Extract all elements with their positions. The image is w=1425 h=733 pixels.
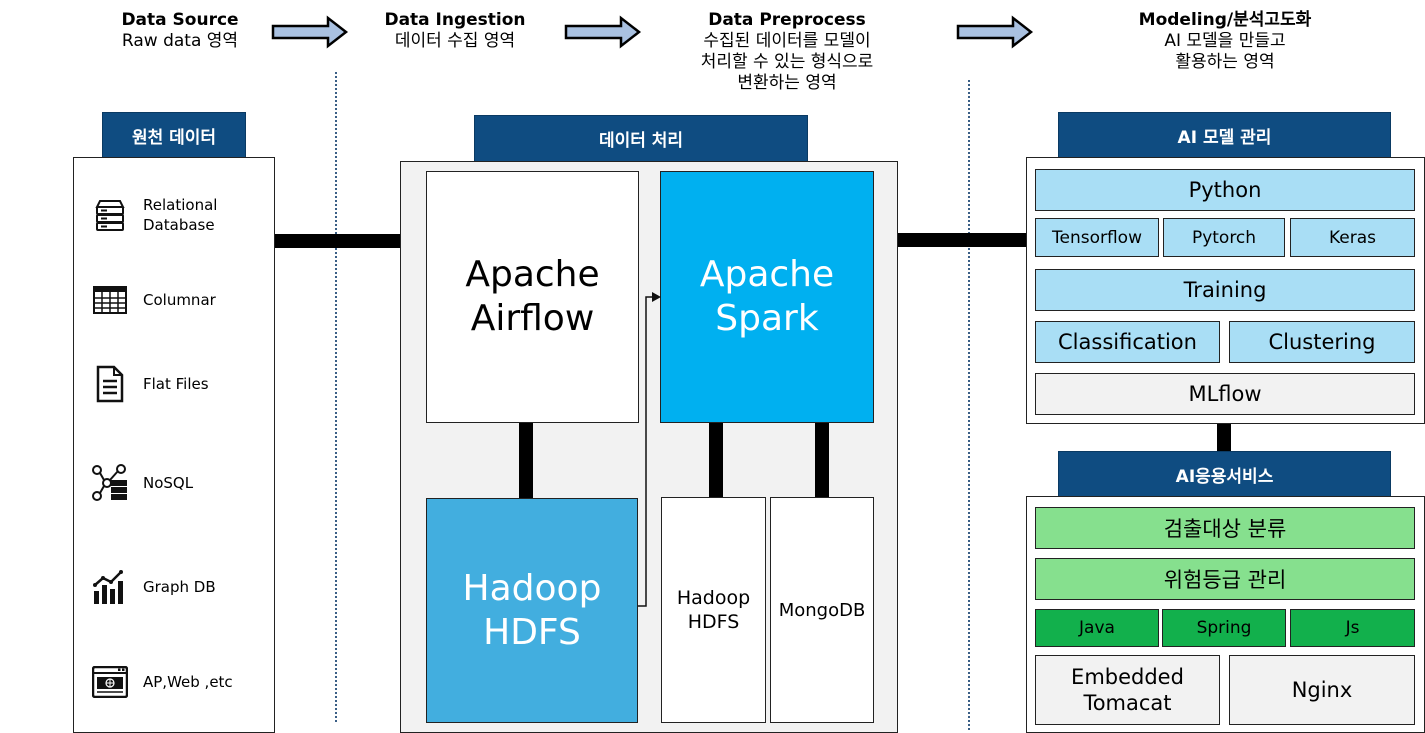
stack-spring: Spring — [1162, 609, 1286, 647]
connector-model-service — [1217, 424, 1231, 452]
apache-airflow-label: Apache Airflow — [465, 254, 600, 339]
data-flow-arrow-icon — [638, 292, 661, 607]
source-item-label: Relational Database — [143, 196, 218, 234]
stage-modeling: Modeling/분석고도화 AI 모델을 만들고 활용하는 영역 — [1090, 10, 1360, 73]
model-mgmt-tab: AI 모델 관리 — [1058, 112, 1391, 158]
apache-spark-label: Apache Spark — [699, 254, 835, 339]
stage-title: Modeling/분석고도화 — [1138, 10, 1312, 30]
hadoop-hdfs-main-label: Hadoop HDFS — [462, 567, 602, 653]
service-tab: AI응용서비스 — [1058, 451, 1391, 497]
connector-spark-mongodb — [815, 423, 829, 497]
hadoop-hdfs-main-box: Hadoop HDFS — [426, 498, 638, 723]
embedded-tomcat-label: Embedded Tomacat — [1071, 665, 1184, 715]
stage-separator — [968, 80, 970, 730]
mongodb-label: MongoDB — [778, 599, 866, 621]
hadoop-hdfs-small-box: Hadoop HDFS — [661, 497, 766, 723]
stage-desc-line: 처리할 수 있는 형식으로 — [700, 52, 874, 72]
apache-spark-box: Apache Spark — [660, 171, 874, 423]
stage-title: Data Source — [121, 10, 239, 30]
stage-desc: 데이터 수집 영역 — [394, 31, 516, 51]
source-item-label: Columnar — [143, 291, 216, 309]
classification-box: Classification — [1035, 321, 1220, 363]
stack-js: Js — [1290, 609, 1415, 647]
python-row: Python — [1035, 169, 1415, 211]
connector-source-processing — [275, 234, 401, 248]
training-row: Training — [1035, 269, 1415, 311]
apache-airflow-box: Apache Airflow — [426, 171, 639, 423]
source-item: Flat Files — [91, 365, 209, 403]
stage-desc-line: 변환하는 영역 — [737, 73, 837, 93]
connector-spark-hdfs — [709, 423, 723, 497]
network-database-icon — [91, 464, 129, 501]
mlflow-row: MLflow — [1035, 373, 1415, 415]
stage-title: Data Ingestion — [384, 10, 526, 30]
stage-desc: Raw data 영역 — [121, 31, 239, 51]
source-panel — [73, 157, 275, 733]
detect-classify-row: 검출대상 분류 — [1035, 507, 1415, 549]
document-icon — [91, 365, 129, 403]
bar-chart-icon — [91, 569, 129, 605]
source-item: Relational Database — [91, 195, 233, 235]
stage-data-source: Data Source Raw data 영역 — [100, 10, 260, 52]
source-item-label: NoSQL — [143, 474, 194, 492]
embedded-tomcat-box: Embedded Tomacat — [1035, 655, 1220, 725]
stage-desc-line: AI 모델을 만들고 — [1164, 31, 1286, 51]
flow-arrow-icon — [564, 15, 642, 49]
stage-title: Data Preprocess — [708, 10, 866, 30]
stage-data-ingestion: Data Ingestion 데이터 수집 영역 — [360, 10, 550, 52]
source-item: NoSQL — [91, 464, 194, 501]
nginx-box: Nginx — [1229, 655, 1415, 725]
stage-desc-line: 활용하는 영역 — [1175, 52, 1275, 72]
hadoop-hdfs-small-label: Hadoop HDFS — [676, 587, 751, 633]
web-window-icon — [91, 664, 129, 700]
flow-arrow-icon — [956, 15, 1034, 49]
flow-arrow-icon — [271, 15, 349, 49]
source-item: Columnar — [91, 282, 216, 318]
risk-level-row: 위험등급 관리 — [1035, 558, 1415, 600]
framework-keras: Keras — [1290, 218, 1415, 257]
clustering-box: Clustering — [1229, 321, 1415, 363]
framework-tensorflow: Tensorflow — [1035, 218, 1159, 257]
mongodb-box: MongoDB — [770, 497, 874, 723]
source-item: AP,Web ,etc — [91, 664, 233, 700]
table-grid-icon — [91, 282, 129, 318]
source-item-label: Flat Files — [143, 375, 209, 393]
stage-desc-line: 수집된 데이터를 모델이 — [703, 31, 871, 51]
connector-processing-model — [898, 233, 1027, 247]
connector-airflow-hdfs — [519, 423, 533, 498]
source-item-label: AP,Web ,etc — [143, 673, 233, 691]
processing-tab: 데이터 처리 — [474, 115, 808, 162]
stage-data-preprocess: Data Preprocess 수집된 데이터를 모델이 처리할 수 있는 형식… — [667, 10, 907, 94]
framework-pytorch: Pytorch — [1163, 218, 1285, 257]
stage-separator — [335, 72, 337, 722]
source-item: Graph DB — [91, 569, 216, 605]
stack-java: Java — [1035, 609, 1159, 647]
database-server-icon — [91, 197, 129, 233]
source-item-label: Graph DB — [143, 578, 216, 596]
source-tab: 원천 데이터 — [102, 112, 246, 158]
